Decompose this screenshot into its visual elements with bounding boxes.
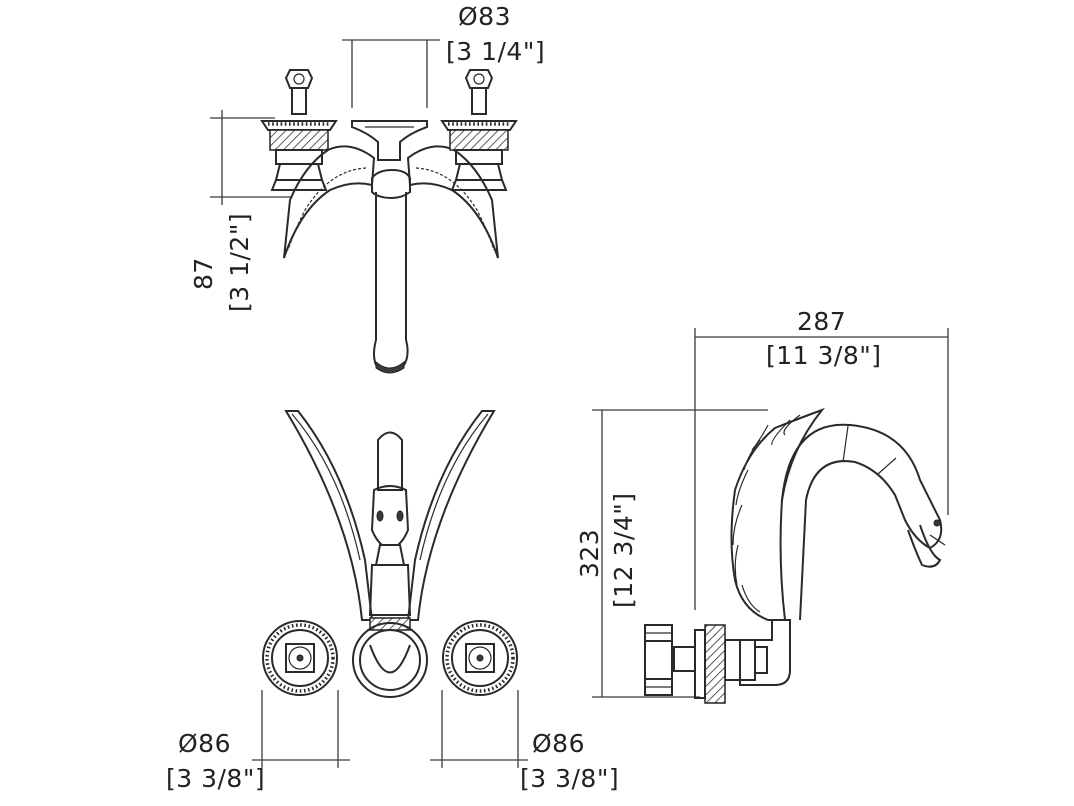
dimension-lines-top bbox=[210, 39, 440, 205]
swan-body-side bbox=[730, 407, 946, 621]
label-right-rosette-mm: Ø86 bbox=[532, 729, 585, 758]
dimension-lines-front bbox=[252, 690, 528, 768]
center-ring-front bbox=[352, 622, 428, 698]
front-view bbox=[252, 410, 528, 768]
label-spout-diameter-in: [3 1/4"] bbox=[446, 37, 545, 66]
label-spout-projection-in: [11 3/8"] bbox=[766, 341, 882, 370]
wings-top bbox=[283, 145, 499, 259]
side-view bbox=[592, 328, 949, 704]
base-side bbox=[644, 619, 791, 704]
label-left-rosette-mm: Ø86 bbox=[178, 729, 231, 758]
dimension-labels: Ø83 [3 1/4"] 87 [3 1/2"] 287 [11 3/8"] 3… bbox=[166, 2, 882, 793]
label-left-rosette-in: [3 3/8"] bbox=[166, 764, 265, 793]
swan-neck-front bbox=[368, 431, 412, 631]
dimension-lines-side bbox=[592, 328, 949, 698]
right-valve-top bbox=[440, 69, 518, 191]
label-handle-height-in: [3 1/2"] bbox=[225, 213, 254, 312]
spout-top bbox=[351, 120, 428, 374]
label-spout-projection-mm: 287 bbox=[797, 307, 846, 336]
left-rosette bbox=[262, 620, 338, 696]
label-spout-height-in: [12 3/4"] bbox=[609, 493, 638, 609]
wings-front bbox=[284, 410, 496, 621]
label-spout-diameter-mm: Ø83 bbox=[458, 2, 511, 31]
left-valve-top bbox=[260, 69, 338, 191]
right-rosette bbox=[442, 620, 518, 696]
label-right-rosette-in: [3 3/8"] bbox=[520, 764, 619, 793]
label-spout-height-mm: 323 bbox=[575, 529, 604, 578]
top-view bbox=[210, 39, 518, 374]
label-handle-height-mm: 87 bbox=[189, 257, 218, 290]
